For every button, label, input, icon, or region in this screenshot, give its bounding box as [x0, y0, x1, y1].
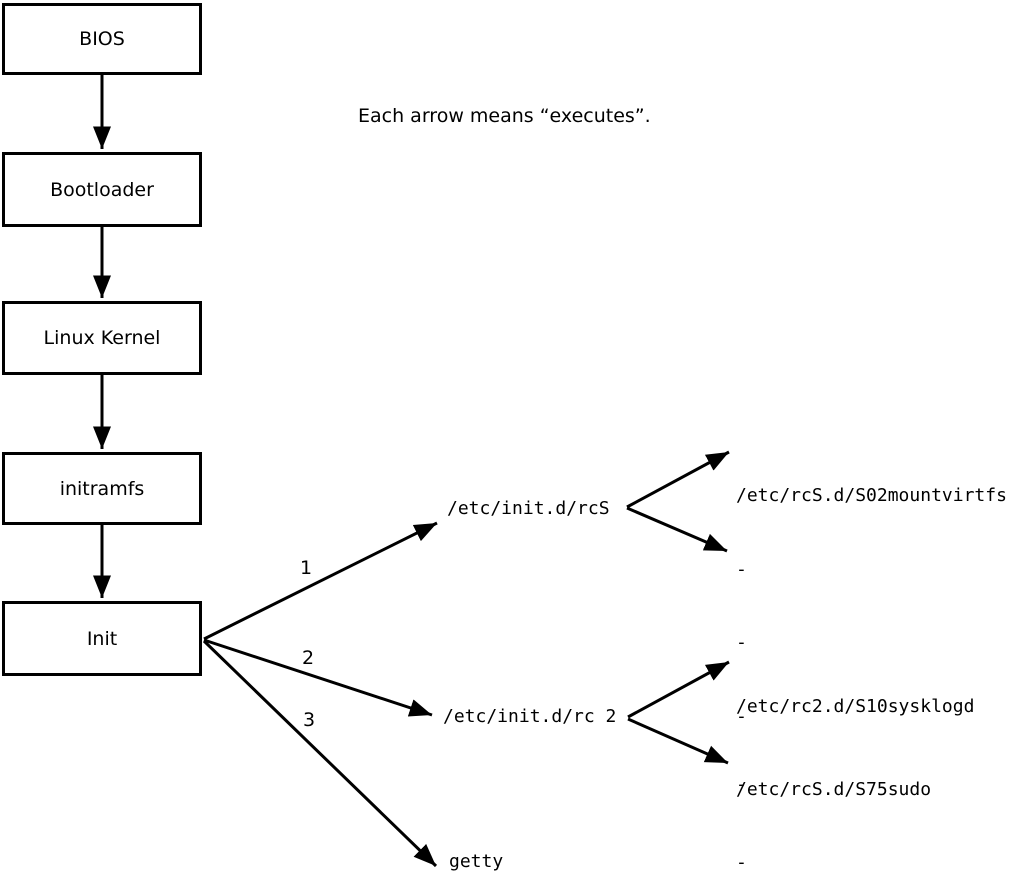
arrow-init-to-getty: [202, 639, 438, 868]
node-initramfs: initramfs: [2, 452, 202, 525]
rcS-script-item: /etc/rcS.d/S02mountvirtfs: [736, 485, 1007, 506]
node-linux-kernel-label: Linux Kernel: [43, 327, 161, 349]
node-etc-init-d-rcS: /etc/init.d/rcS: [447, 498, 610, 519]
node-bootloader: Bootloader: [2, 152, 202, 227]
branch-2-order-label: 2: [302, 647, 315, 669]
node-initramfs-label: initramfs: [59, 477, 145, 500]
rcS-script-ellipsis: -: [736, 558, 747, 580]
rcS-script-list: /etc/rcS.d/S02mountvirtfs - - - /etc/rcS…: [736, 435, 1007, 852]
arrow-init-to-rcS: [203, 521, 438, 641]
node-init-label: Init: [86, 627, 118, 650]
arrow-rcS-to-last-script: [626, 506, 728, 553]
rc2-script-ellipsis: -: [736, 774, 747, 795]
rcS-script-ellipsis: -: [736, 705, 747, 727]
arrow-rcS-to-first-script: [626, 450, 730, 509]
node-etc-init-d-rc2: /etc/init.d/rc 2: [443, 706, 617, 727]
node-init: Init: [2, 601, 202, 676]
branch-1-order-label: 1: [300, 557, 313, 579]
rcS-script-item: /etc/rcS.d/S75sudo: [736, 779, 932, 800]
rcS-script-ellipsis: -: [736, 632, 747, 653]
rc2-script-item: /etc/rc2.d/S10sysklogd: [736, 696, 975, 717]
rc2-script-ellipsis: -: [736, 852, 747, 873]
node-bootloader-label: Bootloader: [50, 178, 154, 201]
node-getty: getty: [449, 851, 504, 872]
arrow-rc2-to-first-script: [627, 660, 730, 719]
arrow-rc2-to-last-script: [627, 717, 729, 765]
node-bios: BIOS: [2, 3, 202, 75]
node-bios-label: BIOS: [79, 28, 125, 50]
branch-3-order-label: 3: [303, 709, 316, 731]
legend-note: Each arrow means “executes”.: [358, 105, 651, 127]
node-linux-kernel: Linux Kernel: [2, 301, 202, 375]
arrow-init-to-rc2: [203, 638, 433, 717]
rc2-script-list: /etc/rc2.d/S10sysklogd - - - /etc/rc2.d/…: [736, 642, 974, 875]
